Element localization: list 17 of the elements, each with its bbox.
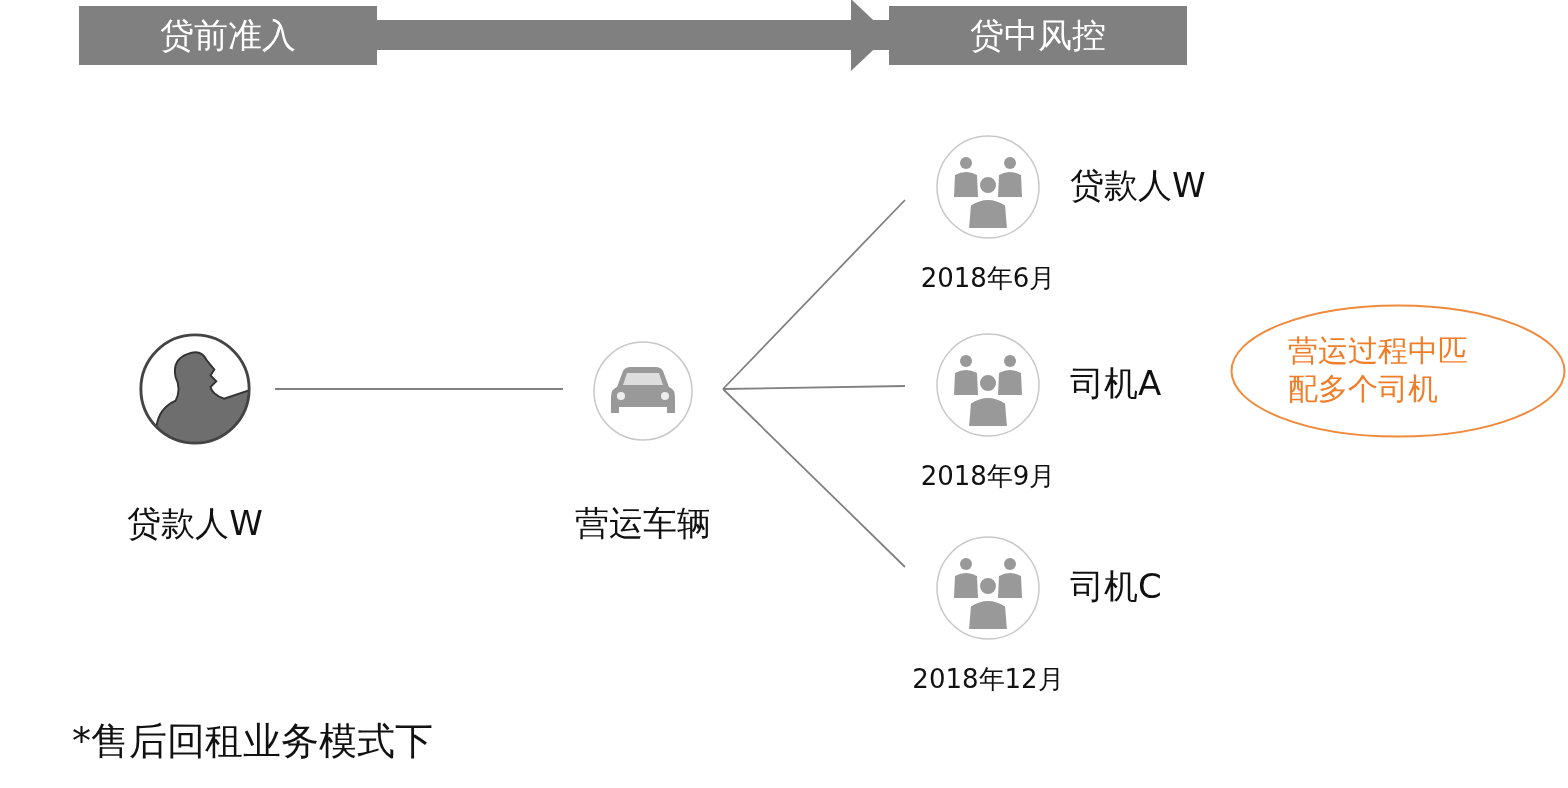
connector-line [722,199,906,390]
footnote: *售后回租业务模式下 [72,718,433,765]
node-label: 贷款人W [1070,164,1206,207]
date-label: 2018年9月 [919,460,1057,493]
node-label: 司机C [1070,565,1162,608]
node-label: 营运车辆 [574,502,712,545]
node-label: 司机A [1070,362,1162,405]
connector-line [722,385,906,390]
node-label: 贷款人W [126,502,264,545]
callout-text: 营运过程中匹配多个司机 [1288,332,1469,408]
connector-line [722,388,906,568]
connector-line [274,388,564,390]
date-label: 2018年12月 [911,663,1065,696]
section-header: 贷中风控 [889,6,1187,65]
date-label: 2018年6月 [919,262,1057,295]
section-header: 贷前准入 [79,6,377,65]
block-arrow [377,0,889,71]
